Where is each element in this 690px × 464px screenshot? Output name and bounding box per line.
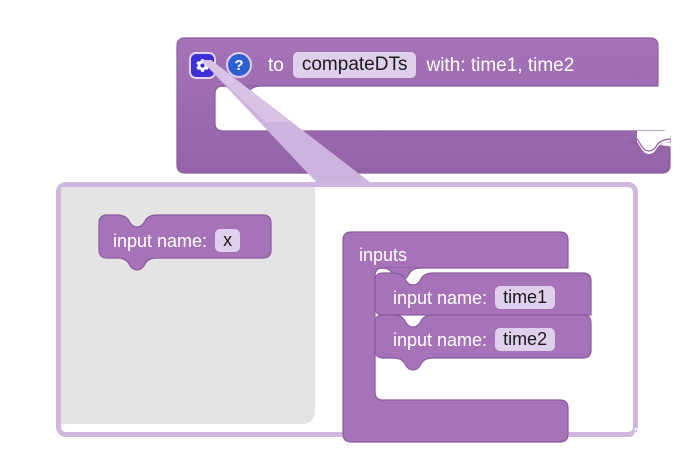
input-name-label: input name: — [393, 329, 488, 350]
label-to: to — [268, 54, 284, 76]
mutator-flyout[interactable]: input name: x — [61, 187, 315, 424]
procedure-header-row: ? to compateDTs with: time1, time2 — [189, 48, 574, 82]
input-name-value[interactable]: time1 — [495, 286, 556, 309]
container-label: inputs — [359, 245, 408, 265]
allow-statements-row[interactable]: allow statements ✓ — [633, 420, 690, 444]
procedure-definition-block[interactable]: ? to compateDTs with: time1, time2 retur… — [176, 37, 671, 193]
input-name-label: input name: — [393, 287, 488, 308]
gear-icon[interactable] — [189, 51, 216, 79]
mutator-dialog: input name: x inputs allow statements ✓ — [56, 182, 690, 443]
flyout-block-caption: input name: x — [113, 229, 241, 252]
input-name-value[interactable]: x — [215, 229, 241, 252]
input-name-value[interactable]: time2 — [495, 328, 556, 351]
mutator-input-block-time2[interactable]: input name: time2 — [374, 314, 592, 371]
allow-statements-label: allow statements — [633, 422, 690, 442]
input-name-label: input name: — [113, 230, 208, 251]
question-mark-icon[interactable]: ? — [226, 52, 252, 78]
mutator-input-block-time1[interactable]: input name: time1 — [374, 272, 592, 318]
flyout-block-input-name[interactable]: input name: x — [98, 214, 272, 271]
container-caption: inputs — [359, 246, 407, 264]
label-with-params: with: time1, time2 — [426, 54, 575, 76]
input-block-caption: input name: time1 — [393, 286, 556, 309]
input-block-caption: input name: time2 — [393, 328, 556, 351]
procedure-name-field[interactable]: compateDTs — [292, 52, 417, 78]
mutator-container-block[interactable]: inputs allow statements ✓ — [342, 231, 690, 443]
